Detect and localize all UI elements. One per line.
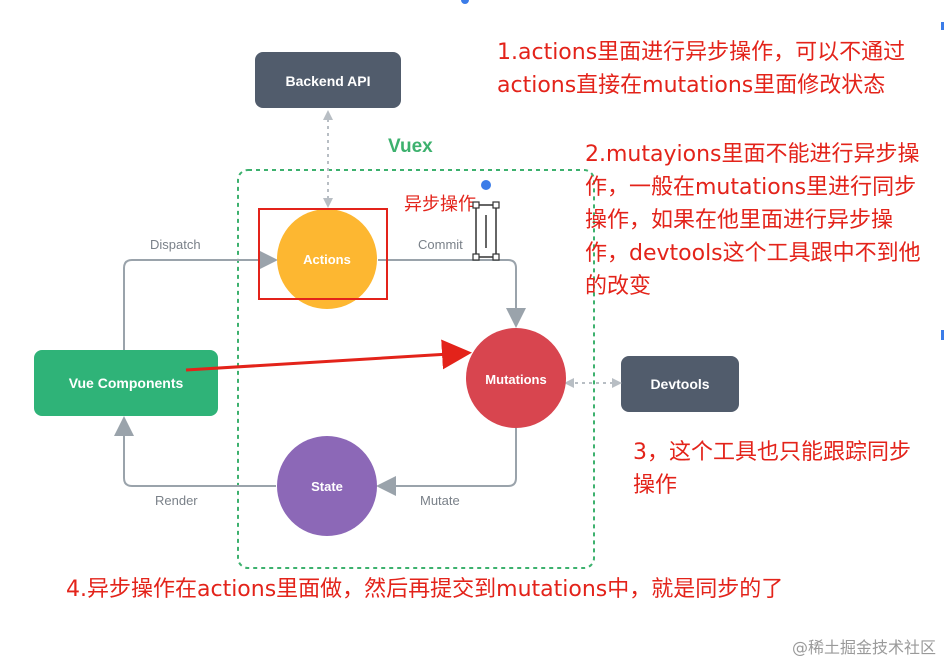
- watermark: @稀土掘金技术社区: [791, 638, 936, 657]
- right-edge-handle-middle[interactable]: [941, 330, 944, 340]
- commit-label: Commit: [418, 237, 463, 252]
- dispatch-arrow: [123, 250, 278, 350]
- note-1: 1.actions里面进行异步操作，可以不通过actions直接在mutatio…: [497, 40, 906, 98]
- vue-components-node: [34, 350, 218, 416]
- devtools-arrow-left: [564, 378, 574, 388]
- direct-mutation-arrow: [185, 339, 472, 372]
- render-arrow: [114, 416, 276, 487]
- backend-api-node: [255, 52, 401, 108]
- note-4: 4.异步操作在actions里面做，然后再提交到mutations中，就是同步的…: [66, 577, 784, 602]
- async-label: 异步操作: [404, 194, 476, 215]
- state-node: [277, 436, 377, 536]
- vue-components-label: Vue Components: [69, 375, 184, 391]
- devtools-label: Devtools: [650, 376, 709, 392]
- mutate-label: Mutate: [420, 493, 460, 508]
- note-3: 3，这个工具也只能跟踪同步操作: [633, 440, 911, 498]
- state-label: State: [311, 479, 343, 494]
- commit-arrow: [378, 259, 526, 328]
- note-2: 2.mutayions里面不能进行异步操作，一般在mutations里进行同步操…: [585, 142, 921, 299]
- rotate-handle-icon[interactable]: [481, 180, 491, 190]
- mutations-node: [466, 328, 566, 428]
- backend-api-label: Backend API: [285, 73, 370, 89]
- backend-arrow-down: [323, 198, 333, 208]
- selection-handle[interactable]: [472, 180, 500, 261]
- devtools-node: [621, 356, 739, 412]
- render-label: Render: [155, 493, 198, 508]
- mutate-arrow: [376, 428, 517, 496]
- dispatch-label: Dispatch: [150, 237, 201, 252]
- top-edge-handle[interactable]: [461, 0, 469, 4]
- actions-highlight-box: [258, 208, 388, 300]
- mutations-label: Mutations: [485, 372, 546, 387]
- vuex-container: [237, 169, 595, 569]
- actions-label: Actions: [303, 252, 351, 267]
- actions-node: [277, 209, 377, 309]
- devtools-arrow-right: [612, 378, 622, 388]
- right-edge-handle-top[interactable]: [941, 22, 944, 30]
- backend-arrow-up: [323, 110, 333, 120]
- vuex-label: Vuex: [388, 136, 433, 157]
